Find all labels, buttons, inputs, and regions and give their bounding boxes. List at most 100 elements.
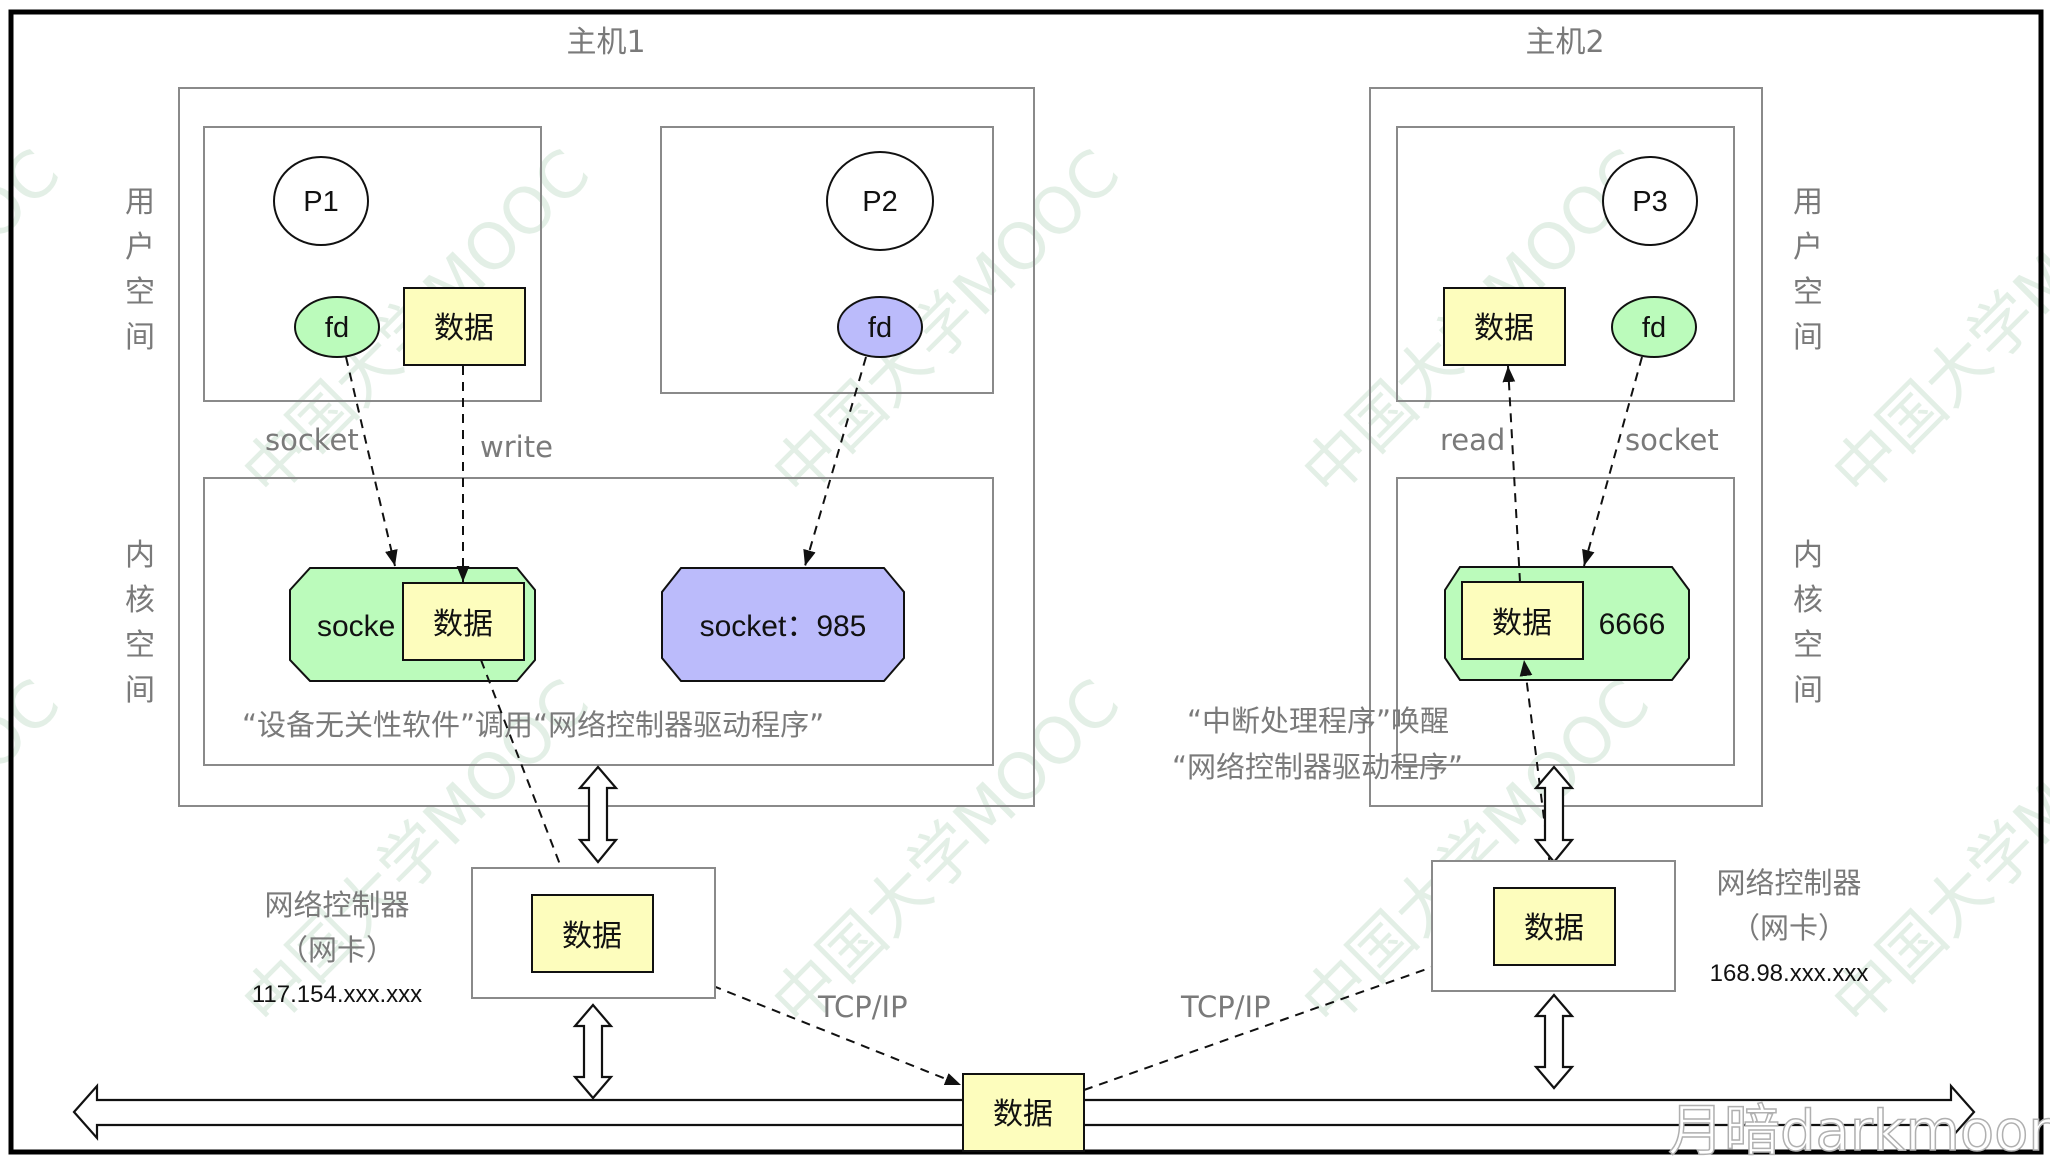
edge-label-write: write: [480, 430, 553, 464]
fd-ellipse: [294, 296, 380, 358]
p3-data-box[interactable]: 数据: [1443, 287, 1566, 366]
edge-kernel-to-nic1: [480, 659, 572, 894]
socket-port-label: 6666: [1599, 608, 1666, 641]
data-label: 数据: [434, 311, 494, 346]
process-label: P1: [303, 186, 338, 218]
data-label: 数据: [1492, 606, 1552, 641]
fd-ellipse: [1611, 296, 1697, 358]
data-label: 数据: [562, 919, 622, 954]
process-p2[interactable]: P2: [826, 151, 934, 251]
process-label: P2: [862, 186, 897, 218]
label-char: 用: [125, 185, 155, 220]
label-char: 空: [125, 275, 155, 310]
label-char: 核: [125, 583, 155, 618]
socket-data-rect: [402, 582, 525, 661]
fd-label: fd: [1642, 312, 1666, 344]
fd-p3[interactable]: fd: [1611, 296, 1697, 358]
data-label: 数据: [993, 1097, 1053, 1132]
nic1[interactable]: 数据: [471, 867, 716, 999]
kernel-nic1-double-arrow: [577, 765, 619, 864]
edge-socket-p2: [803, 356, 867, 567]
nic2[interactable]: 数据: [1431, 860, 1676, 992]
nic1-ip: 117.154.xxx.xxx: [252, 981, 422, 1008]
watermark: 中国大学MOOC: [1819, 136, 2050, 511]
edge-bus-to-nic2: [1083, 946, 1490, 1091]
nic2-bus-double-arrow: [1533, 993, 1575, 1090]
host2-kernel-space-label: 内 核 空 间: [1793, 538, 1823, 708]
p3-user-space-box: [1396, 126, 1735, 402]
host2-kernel-caption-line1: “中断处理程序”唤醒: [1187, 704, 1449, 738]
nic2-name: 网络控制器: [1716, 866, 1861, 900]
edge-read-p3: [1502, 365, 1521, 583]
host2-kernel-box: [1396, 477, 1735, 766]
host2-socket-green[interactable]: 数据 6666: [1444, 566, 1690, 681]
host1-socket-green[interactable]: socke 数据: [289, 567, 536, 682]
host1-socket-blue[interactable]: socket：985: [661, 567, 905, 682]
process-circle: [826, 151, 934, 251]
data-rect: [1443, 287, 1566, 366]
data-label: 数据: [433, 607, 493, 642]
nic2-sub: （网卡）: [1731, 911, 1847, 945]
fd-label: fd: [868, 312, 892, 344]
edge-label-socket: socket: [265, 423, 359, 457]
socket-label: socket：985: [700, 610, 867, 643]
socket-data-rect: [1461, 581, 1584, 660]
process-circle: [273, 156, 369, 246]
nic1-bus-double-arrow: [572, 1003, 614, 1100]
edge-socket-p3: [1582, 356, 1643, 567]
label-char: 空: [1793, 275, 1823, 310]
edge-label-socket: socket: [1625, 423, 1719, 457]
p2-user-space-box: [660, 126, 994, 394]
data-rect: [403, 287, 526, 366]
host1-kernel-caption: “设备无关性软件”调用“网络控制器驱动程序”: [242, 708, 824, 742]
edge-label-tcpip: TCP/IP: [1180, 990, 1271, 1024]
data-label: 数据: [1524, 911, 1584, 946]
nic1-sub: （网卡）: [279, 933, 395, 967]
edge-label-read: read: [1440, 423, 1505, 457]
process-label: P3: [1632, 186, 1667, 218]
label-char: 间: [1793, 673, 1823, 708]
author-watermark: 月暗darkmoon: [1668, 1099, 2050, 1164]
label-char: 间: [1793, 320, 1823, 355]
nic1-name: 网络控制器: [264, 888, 409, 922]
label-char: 核: [1793, 583, 1823, 618]
host1-title: 主机1: [566, 25, 645, 60]
label-char: 户: [125, 230, 155, 265]
fd-p2[interactable]: fd: [837, 296, 923, 358]
label-char: 户: [1793, 230, 1823, 265]
host1-kernel-box: [203, 477, 994, 766]
label-char: 用: [1793, 185, 1823, 220]
edge-label-tcpip: TCP/IP: [817, 990, 908, 1024]
fd-label: fd: [325, 312, 349, 344]
p1-user-space-box: [203, 126, 542, 402]
p1-data-box[interactable]: 数据: [403, 287, 526, 366]
process-p3[interactable]: P3: [1602, 156, 1698, 246]
nic2-data-rect: [1493, 887, 1616, 966]
socket-label: socke: [317, 610, 395, 643]
label-char: 间: [125, 673, 155, 708]
nic1-data-rect: [531, 894, 654, 973]
fd-p1[interactable]: fd: [294, 296, 380, 358]
fd-ellipse: [837, 296, 923, 358]
process-p1[interactable]: P1: [273, 156, 369, 246]
bus-data-box[interactable]: 数据: [962, 1073, 1085, 1152]
host2-user-space-label: 用 户 空 间: [1793, 185, 1823, 355]
host2-kernel-caption-line2: “网络控制器驱动程序”: [1172, 750, 1463, 784]
label-char: 空: [125, 628, 155, 663]
host1-kernel-space-label: 内 核 空 间: [125, 538, 155, 708]
bus-data-rect: [962, 1073, 1085, 1152]
process-circle: [1602, 156, 1698, 246]
label-char: 空: [1793, 628, 1823, 663]
label-char: 内: [1793, 538, 1823, 573]
host1-user-space-label: 用 户 空 间: [125, 185, 155, 355]
host2-box: [1369, 87, 1763, 807]
socket-shape: [661, 567, 905, 682]
label-char: 内: [125, 538, 155, 573]
label-char: 间: [125, 320, 155, 355]
watermark: 中国大学MOOC: [759, 136, 1134, 511]
host2-title: 主机2: [1525, 25, 1604, 60]
edge-socket-p1: [345, 356, 398, 567]
data-label: 数据: [1474, 311, 1534, 346]
nic2-ip: 168.98.xxx.xxx: [1710, 960, 1869, 987]
